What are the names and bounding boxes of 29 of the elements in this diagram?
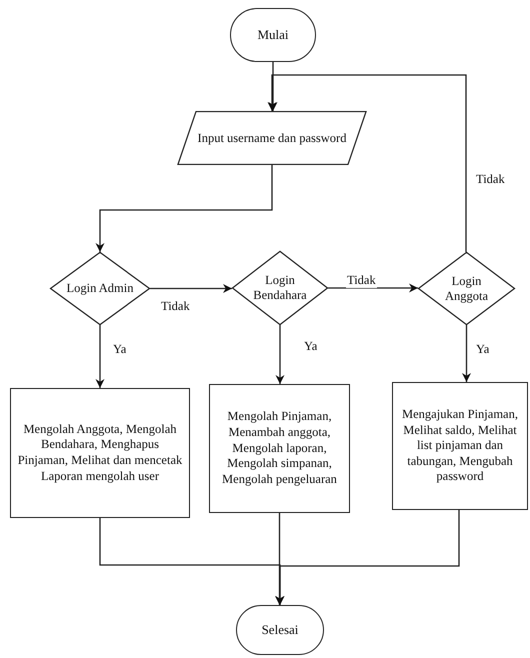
process-box	[209, 384, 350, 513]
arrow	[276, 510, 460, 605]
node-text: Login Admin	[66, 281, 134, 296]
arrow	[328, 284, 418, 292]
arrow	[276, 325, 284, 384]
node-text: Mengolah Pinjaman, Menambah anggota, Mengolah laporan, Mengolah simpanan, Mengolah pengeluaran	[221, 409, 338, 488]
node-text: Mengolah Anggota, Mengolah Bendahara, Menghapus Pinjaman, Melihat dan mencetak Laporan mengolah user	[17, 422, 183, 484]
arrow	[268, 74, 467, 252]
arrow	[275, 513, 284, 605]
input-parallelogram	[177, 111, 367, 165]
process-box	[10, 388, 190, 518]
node-text: Input username dan password	[198, 130, 346, 146]
arrow	[150, 284, 232, 293]
arrow	[268, 62, 278, 111]
arrow	[96, 165, 273, 252]
node-text: Login Bendahara	[252, 273, 308, 303]
arrow	[462, 325, 471, 382]
arrow	[96, 325, 104, 388]
terminal-shape	[230, 8, 316, 62]
node-text: Mengajukan Pinjaman, Melihat saldo, Melihat list pinjaman dan tabungan, Mengubah password	[401, 406, 519, 486]
edge-label: Tidak	[346, 274, 377, 288]
process-box	[392, 382, 528, 510]
node-text: Mulai	[257, 27, 289, 43]
decision-diamond	[50, 252, 150, 325]
node-text: Selesai	[262, 622, 298, 638]
decision-diamond	[418, 252, 515, 325]
decision-diamond	[232, 251, 328, 325]
node-text: Login Anggota	[444, 274, 490, 304]
terminal-shape	[236, 605, 324, 655]
